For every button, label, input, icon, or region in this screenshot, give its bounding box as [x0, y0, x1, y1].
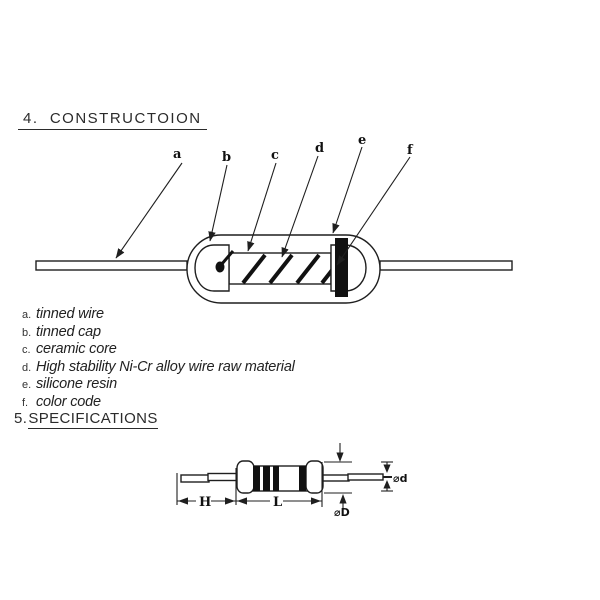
- wire-diameter-markers: [381, 461, 393, 492]
- dimension-lines: [177, 494, 322, 507]
- callout-d: d: [315, 141, 324, 156]
- specifications-heading: 5.SPECIFICATIONS: [14, 410, 158, 429]
- dimension-label-d: ⌀d: [393, 472, 408, 485]
- dimension-label-D: ⌀D: [334, 506, 350, 519]
- specifications-diagram: H L ⌀D ⌀d: [176, 443, 408, 519]
- wire-weld-stub: [219, 250, 235, 266]
- callout-a: a: [173, 147, 182, 162]
- spec-right-lead-wire: [321, 474, 350, 482]
- legend-text: tinned wire: [36, 306, 104, 322]
- legend-item-a: a. tinned wire: [22, 306, 295, 324]
- spec-color-bands: [253, 466, 306, 491]
- legend-item-d: d. High stability Ni-Cr alloy wire raw m…: [22, 359, 295, 377]
- spec-right-lead-wire: [347, 473, 384, 481]
- callout-leader-lines: [115, 146, 411, 266]
- spec-left-lead-wire: [207, 472, 239, 482]
- right-lead-wire: [379, 260, 513, 271]
- legend-key: b.: [22, 326, 32, 339]
- construction-legend: a. tinned wire b. tinned cap c. ceramic …: [22, 306, 295, 411]
- legend-key: f.: [22, 396, 29, 409]
- legend-key: a.: [22, 309, 32, 321]
- specifications-number: 5.: [14, 410, 28, 427]
- legend-item-f: f. color code: [22, 394, 295, 412]
- legend-key: d.: [22, 361, 32, 374]
- callout-f: f: [407, 143, 414, 158]
- dimension-extension-lines: [176, 462, 323, 507]
- body-diameter-markers: [324, 443, 352, 510]
- legend-text: High stability Ni-Cr alloy wire raw mate…: [36, 358, 295, 375]
- dimension-label-L: L: [273, 495, 282, 510]
- legend-text: ceramic core: [36, 341, 117, 357]
- legend-text: color code: [36, 393, 101, 410]
- legend-key: e.: [22, 379, 32, 391]
- color-code-band: [335, 238, 348, 297]
- construction-heading: 4. CONSTRUCTOION: [18, 110, 207, 130]
- spec-left-lead-wire: [180, 474, 210, 483]
- legend-text: tinned cap: [36, 323, 101, 340]
- construction-diagram: a b c d e f: [35, 133, 513, 304]
- callout-b: b: [222, 150, 231, 165]
- legend-item-b: b. tinned cap: [22, 324, 295, 342]
- dimension-label-H: H: [199, 495, 211, 510]
- legend-text: silicone resin: [36, 376, 118, 392]
- legend-key: c.: [22, 344, 31, 356]
- callout-e: e: [358, 133, 366, 148]
- legend-item-c: c. ceramic core: [22, 341, 295, 359]
- spec-right-end-cap: [305, 460, 324, 494]
- legend-item-e: e. silicone resin: [22, 376, 295, 394]
- callout-c: c: [271, 148, 279, 163]
- spec-left-end-cap: [236, 460, 255, 494]
- specifications-title: SPECIFICATIONS: [28, 410, 158, 429]
- left-tinned-cap: [194, 244, 230, 292]
- left-lead-wire: [35, 260, 188, 271]
